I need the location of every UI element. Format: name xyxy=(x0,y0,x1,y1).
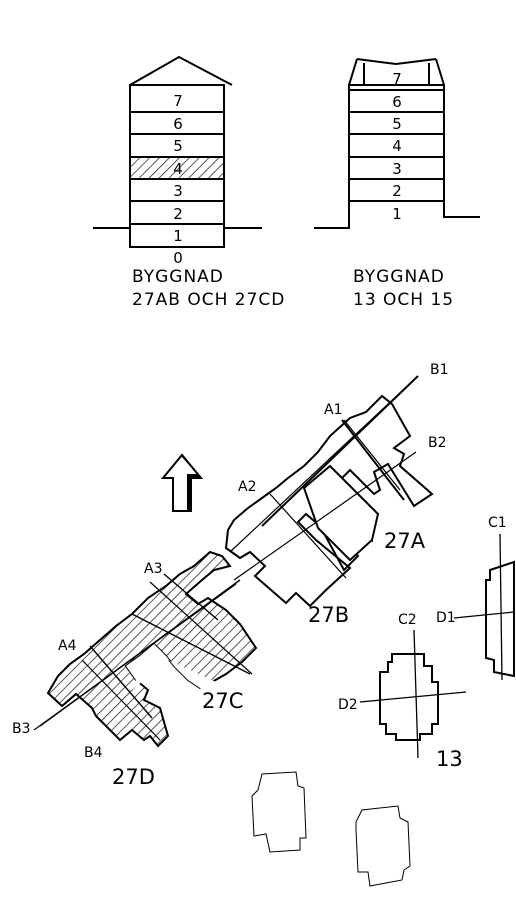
building-15-partial xyxy=(453,533,515,681)
section-lines xyxy=(33,375,419,741)
building-label-27d: 27D xyxy=(112,765,155,789)
floor-4: 4 xyxy=(392,137,402,155)
floor-7: 7 xyxy=(173,92,183,110)
elevation-left-floor-numbers: 7 6 5 4 3 2 1 0 xyxy=(173,92,183,267)
floor-6: 6 xyxy=(392,93,402,111)
highlighted-floor-3 xyxy=(130,157,224,179)
section-mark-b2: B2 xyxy=(428,435,447,451)
building-outline xyxy=(129,84,225,248)
caption-left-line1: BYGGNAD xyxy=(132,267,224,287)
floor-5: 5 xyxy=(173,137,183,155)
floor-6: 6 xyxy=(173,115,183,133)
section-mark-b4: B4 xyxy=(84,745,103,761)
section-mark-d1: D1 xyxy=(436,610,456,626)
roof xyxy=(129,55,233,86)
floor-1: 1 xyxy=(392,205,402,223)
caption-right-line2: 13 OCH 15 xyxy=(353,290,454,310)
building-label-27c: 27C xyxy=(202,689,243,713)
building-13 xyxy=(359,629,467,759)
floor-2: 2 xyxy=(173,205,183,223)
building-outline xyxy=(314,84,480,229)
building-label-27a: 27A xyxy=(384,529,426,553)
section-mark-a1: A1 xyxy=(324,402,342,418)
floor-0: 0 xyxy=(173,249,183,267)
building-label-27b: 27B xyxy=(308,603,349,627)
building-labels: 27A 27B 27C 27D 13 xyxy=(112,529,463,789)
section-mark-labels: B1 A1 B2 A2 A3 A4 B3 B4 C1 C2 D1 D2 xyxy=(12,362,507,761)
section-mark-a2: A2 xyxy=(238,479,256,495)
section-mark-c2: C2 xyxy=(398,612,417,628)
floor-2: 2 xyxy=(392,182,402,200)
section-mark-c1: C1 xyxy=(488,515,507,531)
elevation-left xyxy=(93,55,262,248)
section-mark-b1: B1 xyxy=(430,362,449,378)
section-mark-a4: A4 xyxy=(58,638,77,654)
floor-4: 4 xyxy=(173,160,183,178)
north-arrow-icon xyxy=(160,453,204,512)
elevation-right xyxy=(314,58,480,229)
floor-3: 3 xyxy=(392,160,402,178)
floor-1: 1 xyxy=(173,227,183,245)
floor-5: 5 xyxy=(392,115,402,133)
unlabeled-buildings xyxy=(251,771,411,887)
building-label-13: 13 xyxy=(436,747,463,771)
caption-right-line1: BYGGNAD xyxy=(353,267,445,287)
floor-3: 3 xyxy=(173,182,183,200)
elevation-right-floor-numbers: 7 6 5 4 3 2 1 xyxy=(392,70,402,223)
section-mark-d2: D2 xyxy=(338,697,358,713)
floor-7: 7 xyxy=(392,70,402,88)
section-mark-a3: A3 xyxy=(144,561,162,577)
caption-left-line2: 27AB OCH 27CD xyxy=(132,290,285,310)
section-mark-b3: B3 xyxy=(12,721,31,737)
